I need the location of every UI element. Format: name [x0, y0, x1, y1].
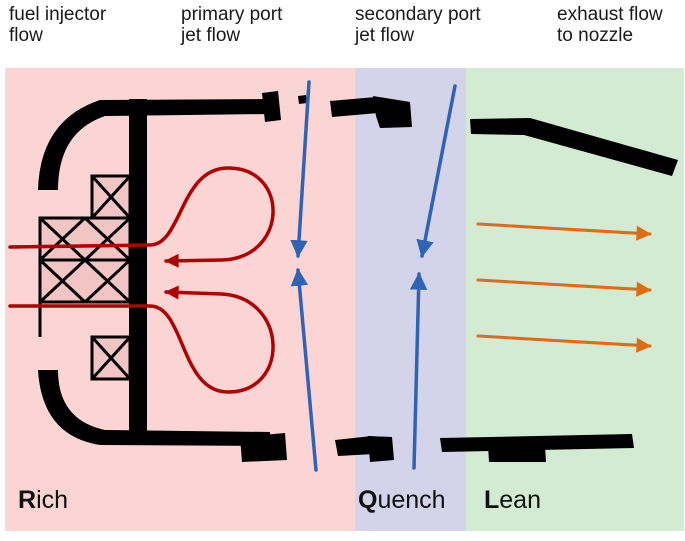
secondary-jet-upper-arrow	[416, 84, 457, 258]
fuel-injector-swirler	[38, 174, 132, 381]
exhaust-arrow-2	[476, 278, 652, 297]
exhaust-flow-to-nozzle-label: exhaust flow to nozzle	[557, 4, 663, 46]
fuel-injector-flow-label: fuel injector flow	[9, 4, 107, 46]
secondary-jet-lower-arrow	[409, 272, 428, 470]
quench-initial: Q	[358, 486, 378, 514]
rich-rest: ich	[36, 486, 69, 514]
exhaust-flows	[476, 222, 652, 353]
primary-jet-lower-arrow	[290, 268, 318, 472]
lower-liner-wall	[38, 370, 634, 462]
rich-initial: R	[18, 486, 37, 514]
recirculation-flow	[8, 166, 275, 394]
lower-fuel-stream-arrow	[8, 285, 275, 394]
upper-liner-wall	[38, 91, 678, 444]
upper-fuel-stream-arrow	[8, 166, 275, 268]
quench-rest: uench	[377, 486, 446, 514]
lean-rest: ean	[499, 486, 541, 514]
quench-zone-label: Quench	[358, 486, 446, 515]
exhaust-arrow-3	[476, 334, 652, 353]
lean-zone-label: Lean	[484, 486, 541, 515]
rich-zone-label: Rich	[18, 486, 68, 515]
exhaust-arrow-1	[476, 222, 652, 241]
primary-jet-upper-arrow	[290, 80, 311, 258]
jet-flows	[290, 80, 457, 472]
secondary-port-jet-flow-label: secondary port jet flow	[355, 4, 481, 46]
lean-initial: L	[484, 486, 500, 514]
primary-port-jet-flow-label: primary port jet flow	[181, 4, 283, 46]
